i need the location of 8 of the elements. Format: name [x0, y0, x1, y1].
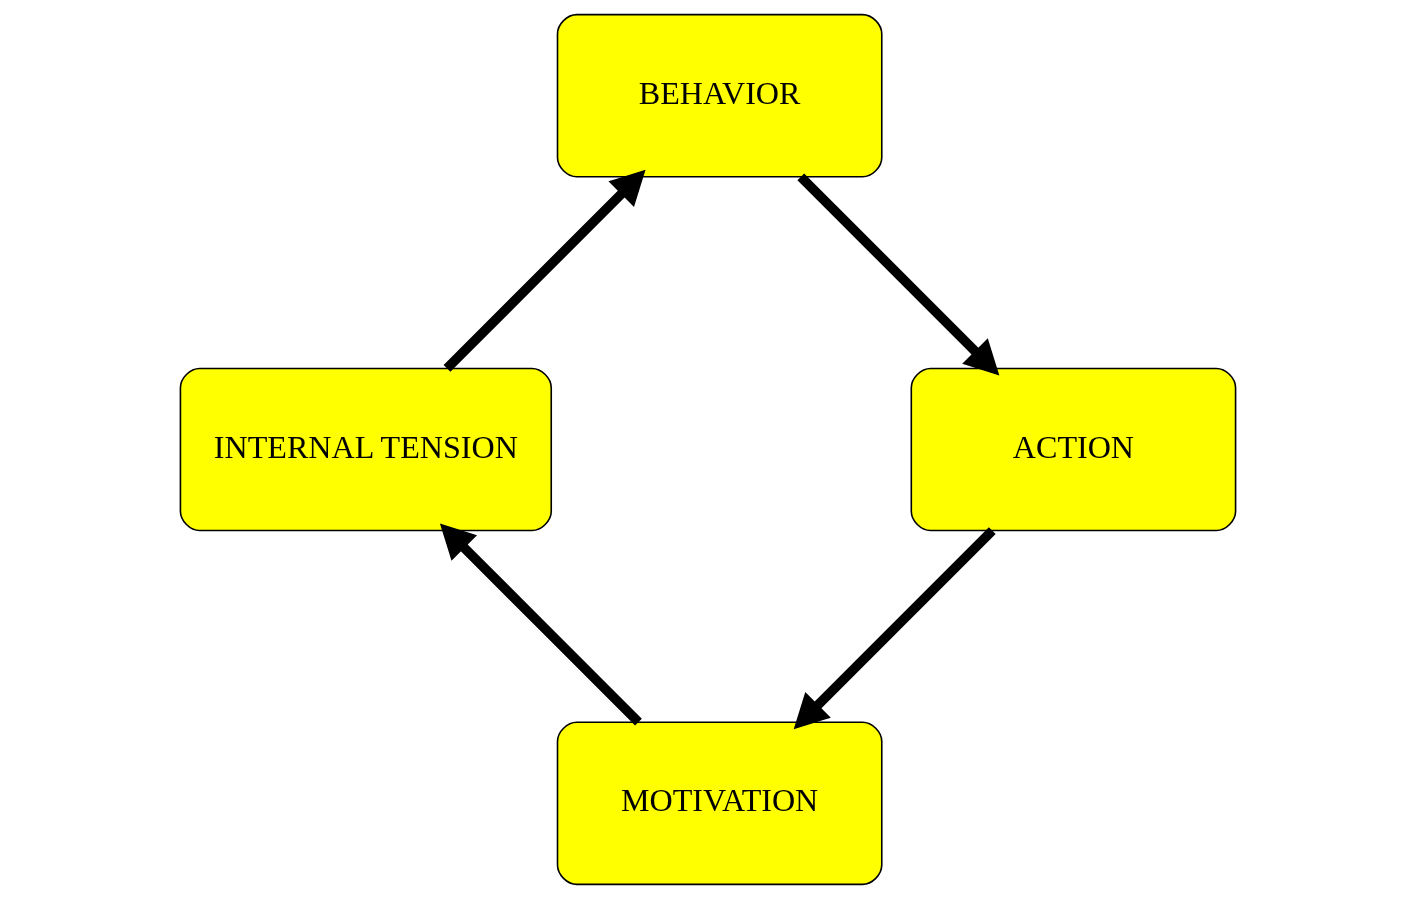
arrow [443, 169, 646, 372]
node-box: BEHAVIOR [556, 13, 883, 178]
node-box: INTERNAL TENSION [179, 367, 553, 532]
arrow [793, 527, 996, 730]
arrow [439, 523, 642, 726]
node-box: ACTION [910, 367, 1237, 532]
node-box: MOTIVATION [556, 721, 883, 886]
arrow [797, 173, 1000, 376]
